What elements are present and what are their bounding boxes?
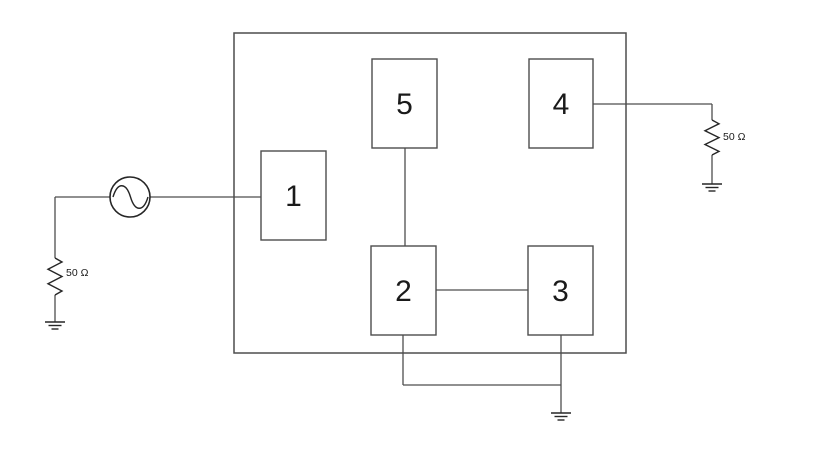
block-2-label: 2 <box>395 275 412 308</box>
block-3-label: 3 <box>552 275 569 308</box>
block-1 <box>260 150 327 241</box>
block-3 <box>527 245 594 336</box>
load-ground-icon <box>702 183 722 192</box>
block-5-label: 5 <box>396 88 413 121</box>
block-5 <box>371 58 438 149</box>
system-boundary-box <box>233 32 627 354</box>
block-4-label: 4 <box>553 88 570 121</box>
block-4 <box>528 58 594 149</box>
source-ground-icon <box>45 321 65 330</box>
source-resistor-icon <box>46 257 64 296</box>
block-1-label: 1 <box>285 180 302 213</box>
common-ground-icon <box>551 412 571 421</box>
load-resistor-label: 50 Ω <box>723 131 746 143</box>
block-2 <box>370 245 437 336</box>
ac-source <box>109 176 151 218</box>
load-resistor-icon <box>703 119 721 156</box>
sine-wave-icon <box>112 185 149 209</box>
source-resistor-label: 50 Ω <box>66 267 89 279</box>
